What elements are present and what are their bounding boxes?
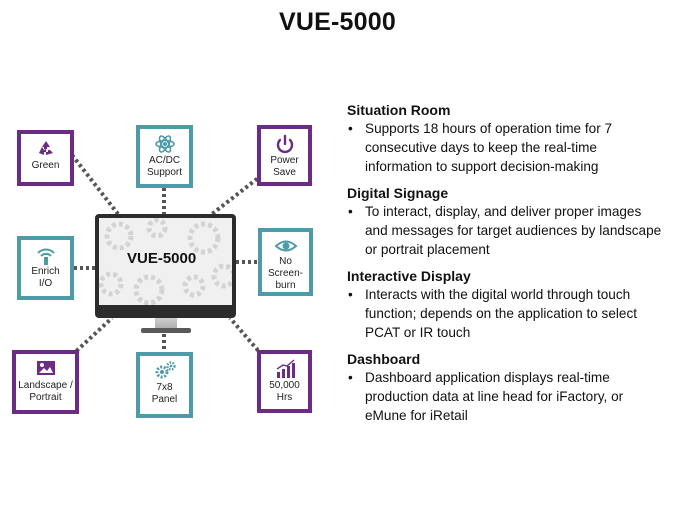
picture-icon (35, 358, 57, 380)
feature-green-label: Green (31, 160, 60, 171)
section-bullet: Dashboard application displays real-time… (347, 368, 667, 425)
feature-landscape-portrait: Landscape / Portrait (12, 350, 79, 414)
monitor-base (141, 328, 191, 333)
section-heading: Situation Room (347, 102, 451, 118)
section-bullet: Interacts with the digital world through… (347, 285, 667, 342)
feature-no-screenburn: No Screen-burn (258, 228, 313, 296)
section-heading: Dashboard (347, 351, 421, 367)
feature-7x8-panel: 7x8 Panel (136, 352, 193, 418)
feature-acdc-label: AC/DC Support (146, 155, 183, 178)
section-digital-signage: Digital Signage To interact, display, an… (347, 185, 667, 259)
section-heading: Digital Signage (347, 185, 449, 201)
gears-background (99, 218, 232, 305)
description-column: Situation Room Supports 18 hours of oper… (347, 102, 667, 434)
atom-icon (154, 133, 176, 155)
feature-50000-hrs: 50,000 Hrs (257, 350, 312, 413)
feature-landscape-label: Landscape / Portrait (18, 380, 73, 403)
page-title: VUE-5000 (279, 8, 396, 36)
feature-screenburn-label: No Screen-burn (267, 256, 303, 291)
feature-enrich-label: Enrich I/O (31, 266, 60, 289)
feature-green: Green (17, 130, 74, 186)
signal-icon (35, 244, 57, 266)
monitor-display: VUE-5000 (95, 214, 236, 318)
feature-acdc-support: AC/DC Support (136, 125, 193, 188)
section-heading: Interactive Display (347, 268, 471, 284)
feature-panel-label: 7x8 Panel (151, 382, 178, 405)
monitor-label: VUE-5000 (127, 250, 197, 267)
section-situation-room: Situation Room Supports 18 hours of oper… (347, 102, 667, 176)
section-bullet: To interact, display, and deliver proper… (347, 202, 667, 259)
section-bullet: Supports 18 hours of operation time for … (347, 119, 667, 176)
feature-power-label: Power Save (270, 155, 299, 178)
section-dashboard: Dashboard Dashboard application displays… (347, 351, 667, 425)
eye-icon (274, 236, 298, 256)
monitor-stand (155, 318, 177, 330)
feature-power-save: Power Save (257, 125, 312, 186)
feature-enrich-io: Enrich I/O (17, 236, 74, 300)
section-interactive-display: Interactive Display Interacts with the d… (347, 268, 667, 342)
bar-chart-icon (274, 358, 296, 380)
power-icon (274, 133, 296, 155)
gears-icon (153, 360, 177, 382)
recycle-icon (35, 138, 57, 160)
feature-hours-label: 50,000 Hrs (269, 380, 300, 403)
